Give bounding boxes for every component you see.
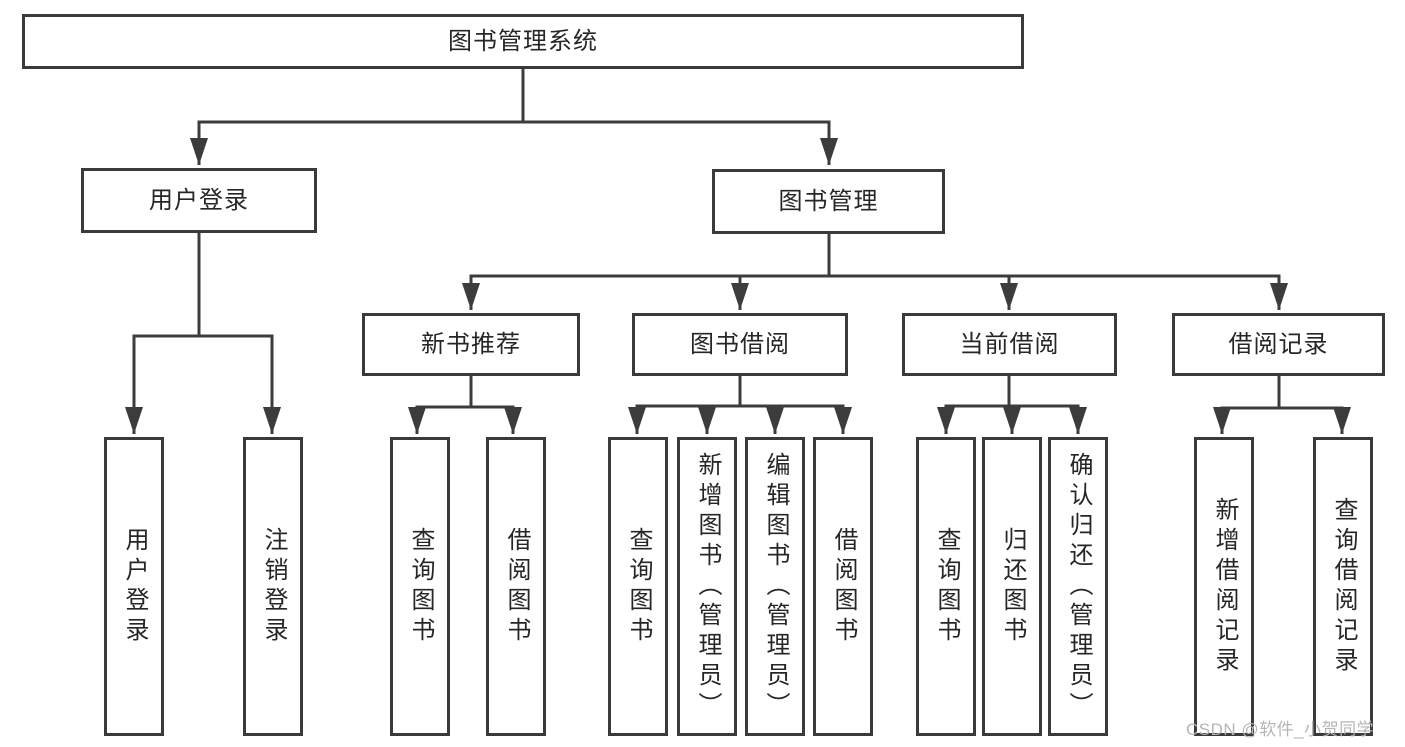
node-leaf-cb-confirm: 确认归还（管理员） (1048, 437, 1108, 736)
edges-user-login (125, 231, 281, 434)
node-book-mgmt: 图书管理 (712, 169, 945, 234)
edges-book-borrow (628, 374, 852, 434)
node-root-label: 图书管理系统 (448, 27, 598, 55)
node-leaf-br-add-label: 新增借阅记录 (1211, 496, 1238, 677)
node-leaf-nb-query: 查询图书 (390, 437, 450, 736)
node-leaf-nb-borrow: 借阅图书 (486, 437, 546, 736)
node-leaf-bb-query: 查询图书 (608, 437, 668, 736)
node-new-books-label: 新书推荐 (421, 330, 521, 358)
node-user-login: 用户登录 (81, 168, 317, 233)
node-leaf-user-login-label: 用户登录 (121, 526, 148, 647)
node-user-login-label: 用户登录 (149, 186, 249, 214)
node-borrow-records: 借阅记录 (1172, 313, 1385, 376)
node-leaf-bb-edit-label: 编辑图书（管理员） (762, 451, 789, 722)
node-leaf-cb-query: 查询图书 (916, 437, 976, 736)
edges-current-borrow (937, 374, 1087, 434)
node-leaf-bb-add-label: 新增图书（管理员） (694, 451, 721, 722)
node-leaf-br-add: 新增借阅记录 (1194, 437, 1254, 736)
edges-root (190, 67, 838, 165)
node-leaf-cb-confirm-label: 确认归还（管理员） (1065, 451, 1092, 722)
node-leaf-bb-add: 新增图书（管理员） (677, 437, 737, 736)
edges-borrow-records (1213, 374, 1351, 434)
node-book-borrow-label: 图书借阅 (690, 330, 790, 358)
node-current-borrow: 当前借阅 (902, 313, 1117, 376)
edges-new-books (408, 374, 522, 434)
node-borrow-records-label: 借阅记录 (1228, 330, 1329, 358)
node-leaf-bb-query-label: 查询图书 (625, 526, 652, 647)
node-leaf-nb-query-label: 查询图书 (407, 526, 434, 647)
node-book-mgmt-label: 图书管理 (778, 187, 879, 215)
node-leaf-cb-query-label: 查询图书 (933, 526, 960, 647)
node-leaf-bb-edit: 编辑图书（管理员） (745, 437, 805, 736)
node-leaf-cb-return: 归还图书 (982, 437, 1042, 736)
node-leaf-cb-return-label: 归还图书 (999, 526, 1026, 647)
node-new-books: 新书推荐 (362, 313, 580, 376)
node-leaf-bb-borrow-label: 借阅图书 (830, 526, 857, 647)
node-leaf-nb-borrow-label: 借阅图书 (503, 526, 530, 647)
node-current-borrow-label: 当前借阅 (959, 330, 1060, 358)
node-leaf-br-query-label: 查询借阅记录 (1330, 496, 1357, 677)
node-leaf-logout: 注销登录 (243, 437, 303, 736)
node-leaf-br-query: 查询借阅记录 (1313, 437, 1373, 736)
node-leaf-user-login: 用户登录 (104, 437, 164, 736)
node-book-borrow: 图书借阅 (632, 313, 848, 376)
node-root: 图书管理系统 (22, 14, 1024, 69)
edges-book-mgmt (462, 232, 1288, 310)
node-leaf-bb-borrow: 借阅图书 (813, 437, 873, 736)
watermark: CSDN @软件_小贺同学 (1186, 720, 1375, 739)
node-leaf-logout-label: 注销登录 (260, 526, 287, 647)
